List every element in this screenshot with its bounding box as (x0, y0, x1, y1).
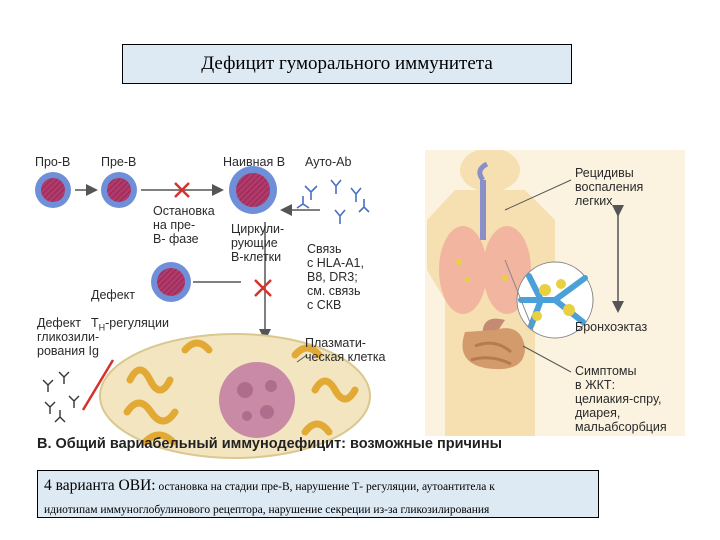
auto-antibodies (296, 179, 370, 224)
pneumonia-pointer (504, 179, 572, 211)
bronchiectasis-label: Бронхоэктаз (575, 320, 648, 334)
plasma-cell-label: Плазмати- ческая клетка (305, 336, 386, 364)
summary-note: 4 варианта ОВИ: остановка на стадии пре-… (37, 470, 599, 518)
th-defect-line1: Дефект (91, 288, 135, 302)
th-defect-sub: H (98, 322, 106, 333)
naive-b-label: Наивная В (223, 155, 286, 169)
pre-b-label: Пре-В (101, 155, 137, 169)
slide-title: Дефицит гуморального иммунитета (122, 44, 572, 84)
arrest-cross (174, 182, 190, 198)
figure-caption: В. Общий вариабельный иммунодефицит: воз… (37, 436, 502, 452)
intestine (462, 328, 525, 370)
arrest-label: Остановка на пре- В- фазе (153, 204, 215, 246)
figure-drawing (35, 150, 685, 459)
note-line2: идиотипам иммуноглобулинового рецептора,… (44, 504, 490, 516)
pneumonia-label: Рецидивы воспаления легких (575, 166, 644, 208)
th-defect-label: Дефект TH-регуляции (91, 274, 169, 335)
pro-b-cell (35, 172, 71, 208)
glyco-block-line (81, 359, 115, 411)
gi-symptoms-label: Симптомы в ЖКТ: целиакия-спру, диарея, м… (575, 364, 667, 434)
t-helper-cell (151, 262, 191, 302)
pro-b-label: Про-В (35, 155, 71, 169)
naive-b-cell (229, 166, 277, 214)
th-regulation-cross (254, 279, 272, 297)
th-defect-line3: -регуляции (105, 316, 169, 330)
bronchi-magnified (516, 261, 594, 339)
gi-pointer (522, 345, 572, 373)
auto-ab-label: Ауто-Ab (305, 155, 352, 169)
circulating-label: Циркули- рующие В-клетки (231, 222, 285, 264)
note-lead: 4 варианта ОВИ: (44, 477, 156, 494)
left-lung (439, 226, 487, 314)
pre-b-cell (101, 172, 137, 208)
plasma-cell (99, 333, 371, 459)
plasma-pointer (296, 354, 308, 363)
th-defect-t: T (91, 316, 99, 330)
note-line1: остановка на стадии пре-В, нарушение Т- … (155, 481, 495, 493)
hla-link-label: Связь с HLA-A1, B8, DR3; см. связь с СКВ (307, 242, 364, 312)
immunodeficiency-figure: Про-В Пре-В Наивная В Ауто-Ab Остановка … (35, 150, 685, 460)
magnify-pointer (504, 259, 534, 331)
secreted-antibodies (42, 371, 80, 423)
glyco-defect-label: Дефект гликозили- рования Ig (37, 316, 100, 358)
